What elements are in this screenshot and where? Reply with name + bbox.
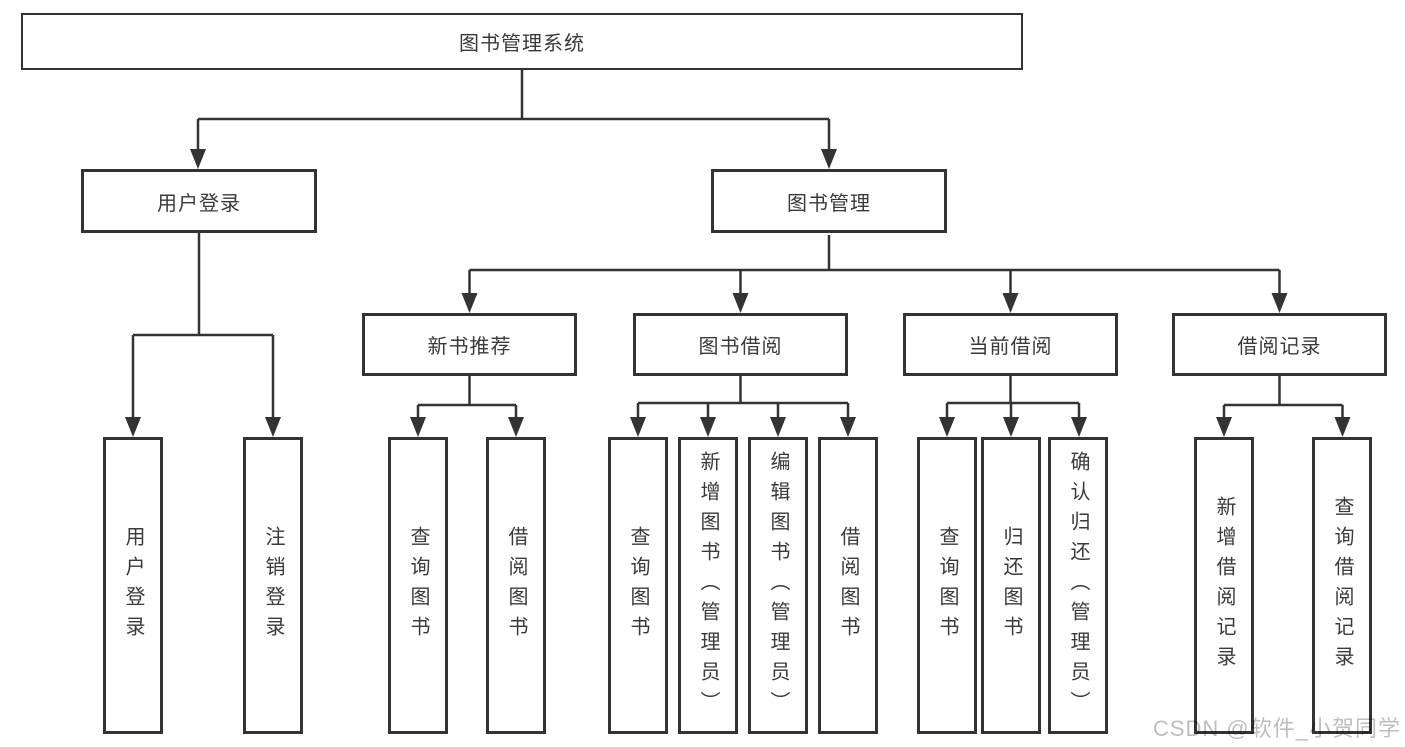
node-label: 图书借阅 bbox=[698, 336, 783, 358]
leaf-label: 查询图书 bbox=[627, 525, 649, 646]
leaf-logout: 注销登录 bbox=[243, 437, 303, 734]
leaf-label: 编辑图书（管理员） bbox=[767, 450, 789, 721]
node-new-book-recommend: 新书推荐 bbox=[362, 313, 577, 376]
node-label: 借阅记录 bbox=[1237, 336, 1322, 358]
leaf-label: 借阅图书 bbox=[837, 525, 859, 646]
node-label: 新书推荐 bbox=[427, 336, 512, 358]
node-user-login: 用户登录 bbox=[81, 169, 317, 233]
leaf-label: 用户登录 bbox=[122, 525, 144, 646]
leaf-label: 查询图书 bbox=[407, 525, 429, 646]
leaf-label: 确认归还（管理员） bbox=[1067, 450, 1089, 721]
leaf-label: 注销登录 bbox=[262, 525, 284, 646]
node-label: 当前借阅 bbox=[968, 336, 1053, 358]
leaf-label: 借阅图书 bbox=[505, 525, 527, 646]
leaf-confirm-return-admin: 确认归还（管理员） bbox=[1048, 437, 1108, 734]
leaf-label: 新增图书（管理员） bbox=[697, 450, 719, 721]
leaf-query-books-borrow: 查询图书 bbox=[608, 437, 668, 734]
node-label: 用户登录 bbox=[157, 192, 241, 215]
leaf-borrow-books: 借阅图书 bbox=[818, 437, 878, 734]
leaf-label: 查询借阅记录 bbox=[1331, 495, 1353, 676]
node-root-library-system: 图书管理系统 bbox=[21, 13, 1023, 70]
node-current-borrowing: 当前借阅 bbox=[903, 313, 1118, 376]
leaf-label: 新增借阅记录 bbox=[1213, 495, 1235, 676]
leaf-add-borrow-record: 新增借阅记录 bbox=[1194, 437, 1254, 734]
leaf-edit-books-admin: 编辑图书（管理员） bbox=[748, 437, 808, 734]
leaf-query-books-recommend: 查询图书 bbox=[388, 437, 448, 734]
leaf-user-login: 用户登录 bbox=[103, 437, 163, 734]
leaf-query-books-current: 查询图书 bbox=[917, 437, 977, 734]
watermark: CSDN @软件_小贺同学 bbox=[1152, 716, 1401, 741]
node-borrowing-records: 借阅记录 bbox=[1172, 313, 1387, 376]
node-label: 图书管理 bbox=[787, 192, 871, 215]
node-book-borrowing: 图书借阅 bbox=[633, 313, 848, 376]
leaf-label: 查询图书 bbox=[936, 525, 958, 646]
leaf-label: 归还图书 bbox=[1000, 525, 1022, 646]
leaf-query-borrow-record: 查询借阅记录 bbox=[1312, 437, 1372, 734]
leaf-add-books-admin: 新增图书（管理员） bbox=[678, 437, 738, 734]
leaf-return-books: 归还图书 bbox=[981, 437, 1041, 734]
node-label: 图书管理系统 bbox=[459, 33, 585, 55]
arrowheads bbox=[125, 149, 1351, 437]
tree-edges bbox=[131, 70, 1344, 419]
leaf-borrow-books-recommend: 借阅图书 bbox=[486, 437, 546, 734]
node-book-management: 图书管理 bbox=[711, 169, 947, 233]
